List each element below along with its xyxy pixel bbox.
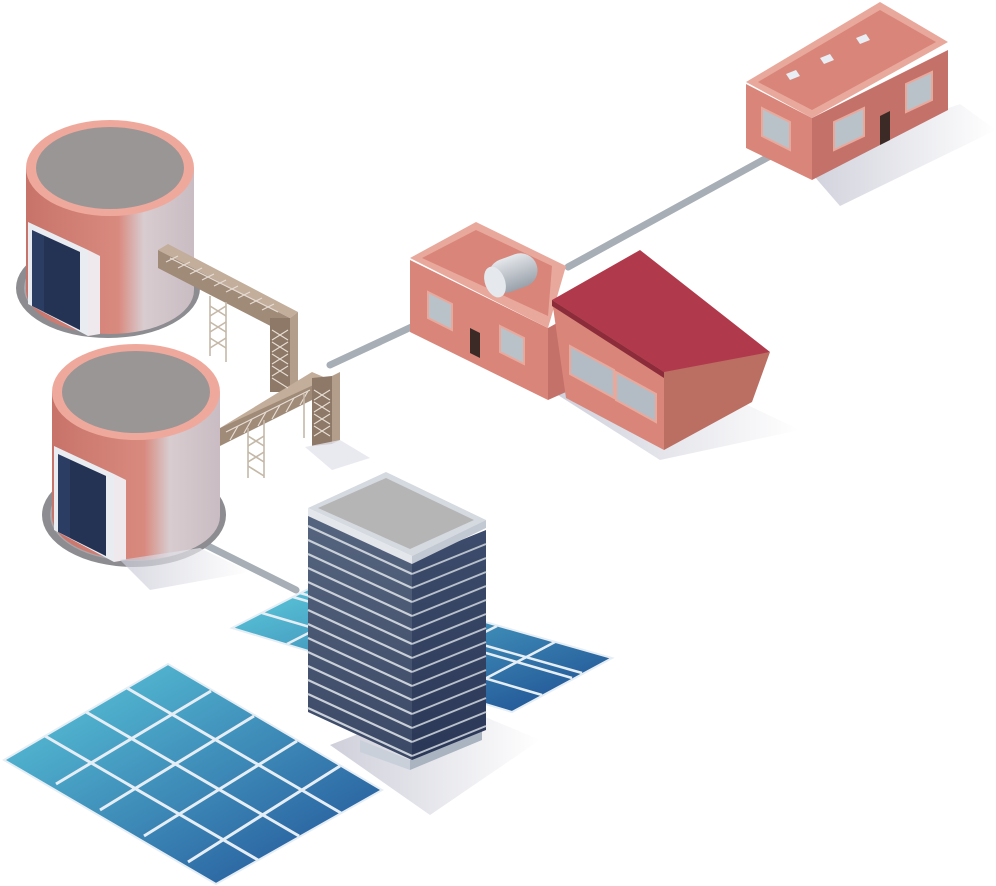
solar-panel-array-front bbox=[2, 662, 384, 886]
pipelines bbox=[196, 151, 776, 594]
storage-tank-upper bbox=[16, 120, 200, 338]
tank-shadow bbox=[120, 548, 250, 590]
office-tower bbox=[307, 472, 540, 815]
storage-tank-lower bbox=[42, 344, 226, 567]
small-office-building bbox=[746, 2, 996, 206]
truss-pipe-bridge bbox=[158, 244, 370, 478]
factory-building bbox=[410, 222, 800, 460]
